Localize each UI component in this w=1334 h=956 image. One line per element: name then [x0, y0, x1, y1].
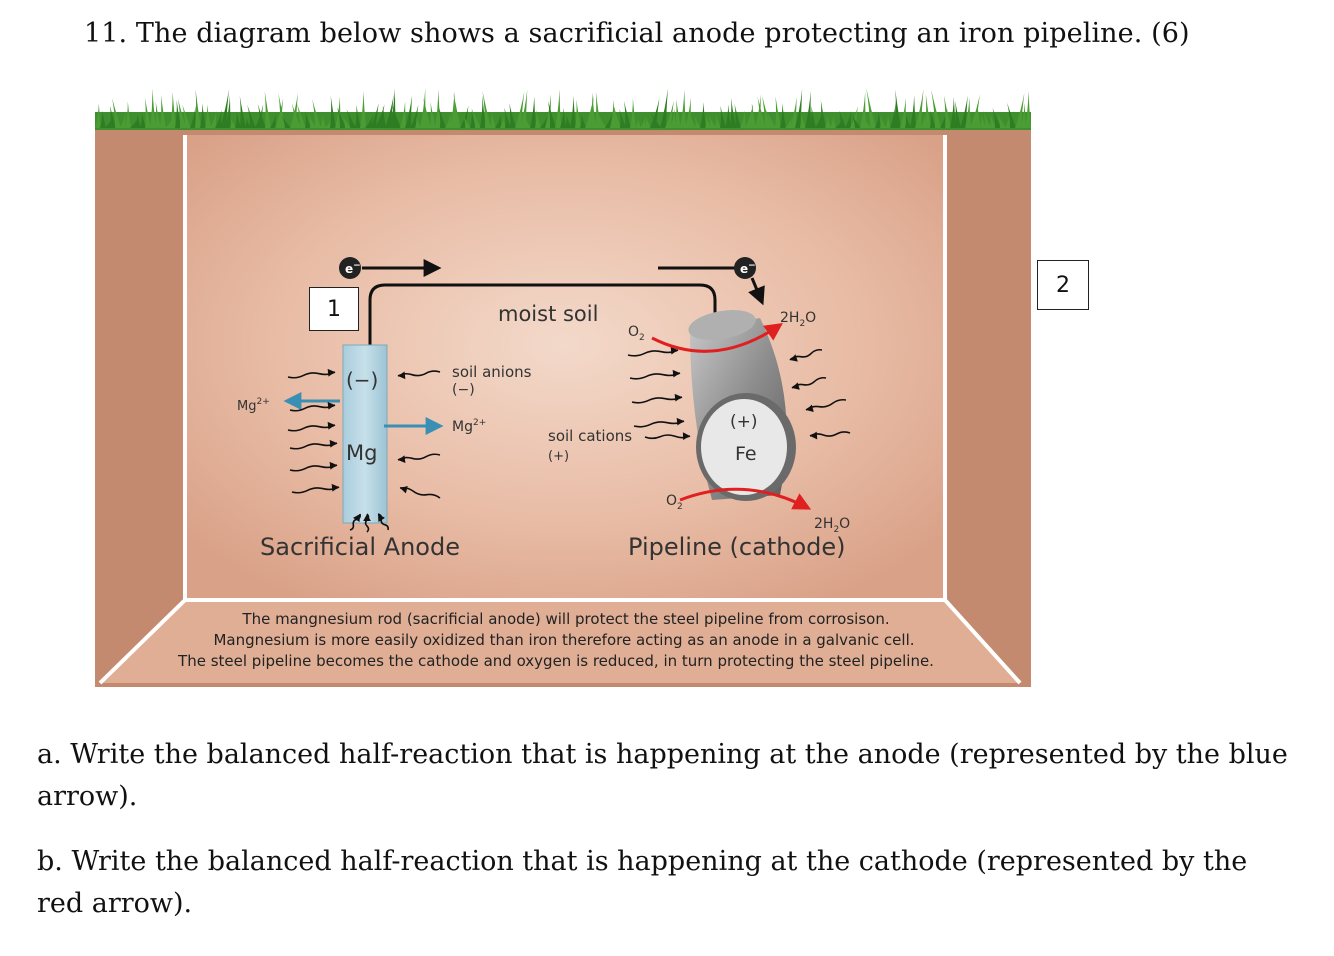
cathode-metal: Fe — [735, 443, 757, 465]
electron-left-icon — [339, 257, 361, 279]
anode-sign: (−) — [346, 368, 378, 392]
grass — [95, 88, 1031, 130]
cathode-arrow-bottom — [679, 487, 812, 510]
soil-anions-label: soil anions — [452, 363, 532, 381]
note-line-3: The steel pipeline becomes the cathode a… — [177, 652, 934, 670]
cathode-arrow-top — [651, 322, 783, 353]
part-a-text: a. Write the balanced half-reaction that… — [37, 739, 1288, 812]
electron-right-icon — [734, 257, 756, 279]
label-box-1-text: 1 — [327, 296, 341, 322]
h2o-top-label: 2H2O — [780, 310, 816, 329]
soil-cations-label: soil cations — [548, 427, 632, 445]
mg-ion-right-label: Mg2+ — [452, 418, 486, 435]
mg-ion-left-label: Mg2+ — [237, 397, 270, 414]
o2-top-label: O2 — [628, 324, 645, 343]
label-box-1: 1 — [309, 287, 359, 331]
anode-rod — [342, 344, 388, 524]
soil-anions-sign: (−) — [452, 382, 475, 398]
question-title: 11. The diagram below shows a sacrificia… — [84, 18, 1190, 49]
moist-soil-label: moist soil — [498, 302, 598, 326]
part-b-text: b. Write the balanced half-reaction that… — [37, 846, 1248, 919]
note-line-2: Mangnesium is more easily oxidized than … — [213, 631, 914, 649]
anode-metal: Mg — [346, 441, 377, 465]
iron-pipeline — [688, 310, 796, 501]
cathode-caption: Pipeline (cathode) — [628, 533, 846, 561]
svg-text:e−: e− — [345, 261, 361, 276]
svg-text:e−: e− — [740, 261, 756, 276]
anode-caption: Sacrificial Anode — [260, 533, 460, 561]
cathode-sign: (+) — [730, 412, 758, 432]
o2-bottom-label: O2 — [666, 493, 683, 512]
soil-cations-sign: (+) — [548, 449, 569, 464]
connecting-wire — [368, 283, 717, 345]
label-box-2: 2 — [1037, 260, 1089, 310]
label-box-2-text: 2 — [1056, 272, 1070, 298]
note-line-1: The mangnesium rod (sacrificial anode) w… — [241, 610, 889, 628]
ion-flow-arrows — [287, 346, 851, 533]
soil-floor — [100, 600, 1020, 683]
h2o-bottom-label: 2H2O — [814, 516, 850, 535]
